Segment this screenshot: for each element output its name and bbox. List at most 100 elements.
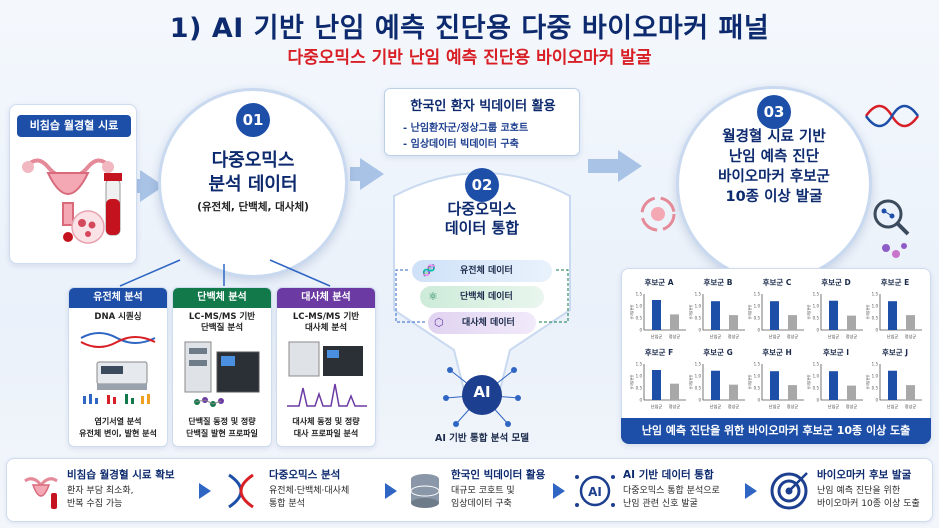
- analysis-head-genome: 유전체 분석: [69, 288, 167, 308]
- biomarker-chart-title: 후보군 F: [644, 348, 674, 357]
- y-axis-label: 상대발현량: [689, 305, 693, 320]
- bar-normal: [729, 384, 738, 400]
- y-axis-label: 상대발현량: [866, 375, 870, 390]
- y-tick-label: 0: [639, 398, 642, 403]
- bottom-summary-bar: 비침습 월경혈 시료 확보 환자 부담 최소화, 반복 수집 가능 다중오믹스 …: [6, 458, 933, 522]
- analysis-box-protein: 단백체 분석 LC-MS/MS 기반 단백질 분석 단백질 동정 및 정량 단백…: [172, 287, 272, 447]
- bar-normal: [788, 385, 797, 400]
- biomarker-chart-title: 후보군 C: [762, 278, 792, 287]
- step01-circle: 01 다중오믹스 분석 데이터 (유전체, 단백체, 대사체): [158, 88, 348, 278]
- y-tick-label: 1.0: [636, 374, 643, 379]
- flow-arrow-3: [588, 150, 642, 182]
- y-tick-label: 0.5: [872, 316, 879, 321]
- bottom-step4-title: AI 기반 데이터 통합: [623, 469, 714, 481]
- y-axis-label: 상대발현량: [807, 305, 811, 320]
- biomarker-chart-title: 후보군 D: [821, 278, 851, 287]
- x-tick-label: 정상군: [905, 403, 917, 409]
- y-axis-label: 상대발현량: [689, 375, 693, 390]
- y-tick-label: 1.5: [636, 362, 643, 367]
- y-tick-label: 1.5: [813, 362, 820, 367]
- biomarker-chart-title: 후보군 J: [881, 348, 909, 357]
- ai-network-icon: [443, 367, 521, 427]
- y-axis-label: 상대발현량: [630, 375, 634, 390]
- y-tick-label: 1.0: [754, 304, 761, 309]
- x-tick-label: 정상군: [669, 403, 681, 409]
- analysis-box-genome: 유전체 분석 DNA 시퀀싱 염기서열 분석 유전체 변이, 발현 분석: [68, 287, 168, 447]
- y-tick-label: 0: [816, 398, 819, 403]
- x-tick-label: 난임군: [710, 333, 722, 339]
- bar-infertile: [829, 371, 838, 400]
- protein-icon: ⚛: [428, 290, 438, 303]
- y-tick-label: 0.5: [695, 316, 702, 321]
- ai-chip-icon: AI: [575, 475, 615, 507]
- chart-axis: [702, 364, 745, 401]
- y-axis-label: 상대발현량: [630, 305, 634, 320]
- y-tick-label: 0: [875, 398, 878, 403]
- bottom-arrow-2: [385, 483, 397, 499]
- y-axis-label: 상대발현량: [866, 305, 870, 320]
- analysis-bottom1-protein: 단백질 동정 및 정량: [188, 417, 256, 426]
- x-tick-label: 난임군: [710, 403, 722, 409]
- step01-title-line2: 분석 데이터: [208, 174, 298, 195]
- y-tick-label: 0.5: [813, 386, 820, 391]
- y-tick-label: 0.5: [813, 316, 820, 321]
- dna-icon: 🧬: [422, 264, 436, 277]
- bottom-arrow-3: [553, 483, 565, 499]
- y-tick-label: 1.5: [813, 292, 820, 297]
- bar-infertile: [829, 300, 838, 330]
- x-tick-label: 정상군: [905, 333, 917, 339]
- y-tick-label: 1.0: [695, 304, 702, 309]
- y-tick-label: 0.5: [695, 386, 702, 391]
- analysis-head-protein: 단백체 분석: [173, 288, 271, 308]
- branch-connectors: [119, 259, 331, 287]
- bar-infertile: [652, 370, 661, 400]
- bottom-arrow-1: [199, 483, 211, 499]
- chart-axis: [761, 294, 804, 331]
- chart-axis: [879, 294, 922, 331]
- bar-normal: [788, 315, 797, 330]
- analysis-box-metabolite: 대사체 분석 LC-MS/MS 기반 대사체 분석 대사체 동정 및 정량 대사…: [276, 287, 376, 447]
- x-tick-label: 난임군: [769, 333, 781, 339]
- bar-infertile: [888, 370, 897, 400]
- x-tick-label: 정상군: [846, 333, 858, 339]
- main-title: 1) AI 기반 난임 예측 진단용 다중 바이오마커 패널: [169, 13, 770, 44]
- y-tick-label: 1.5: [636, 292, 643, 297]
- step02-funnel-panel: 02 다중오믹스 데이터 통합 유전체 데이터 단백체 데이터 대사체 데이터 …: [390, 160, 574, 450]
- step01-number-badge: 01: [236, 103, 270, 137]
- bar-infertile: [770, 301, 779, 330]
- step02-title: 다중오믹스 데이터 통합: [390, 200, 574, 238]
- mass-spec-chromatogram-icon: [287, 341, 367, 407]
- x-tick-label: 난임군: [828, 403, 840, 409]
- chart-axis: [879, 364, 922, 401]
- y-tick-label: 1.0: [813, 304, 820, 309]
- target-icon: [770, 472, 808, 510]
- bar-normal: [670, 383, 679, 400]
- magnifier-molecule-icon: [873, 199, 910, 258]
- x-tick-label: 난임군: [828, 333, 840, 339]
- database-icon: [410, 474, 440, 508]
- biomarker-chart-title: 후보군 H: [762, 348, 792, 357]
- y-tick-label: 1.0: [872, 304, 879, 309]
- x-tick-label: 정상군: [787, 403, 799, 409]
- analysis-head-metabolite: 대사체 분석: [277, 288, 375, 308]
- bottom-step1-desc1: 환자 부담 최소화,: [67, 486, 134, 496]
- sub-title: 다중오믹스 기반 난임 예측 진단용 바이오마커 발굴: [287, 48, 652, 68]
- step01-subtitle: (유전체, 단백체, 대사체): [197, 201, 309, 213]
- step01-title: 다중오믹스 분석 데이터: [161, 149, 345, 197]
- metabolite-icon: ⬡: [434, 316, 444, 329]
- bigdata-item-clinical: - 임상데이터 빅데이터 구축: [403, 139, 519, 150]
